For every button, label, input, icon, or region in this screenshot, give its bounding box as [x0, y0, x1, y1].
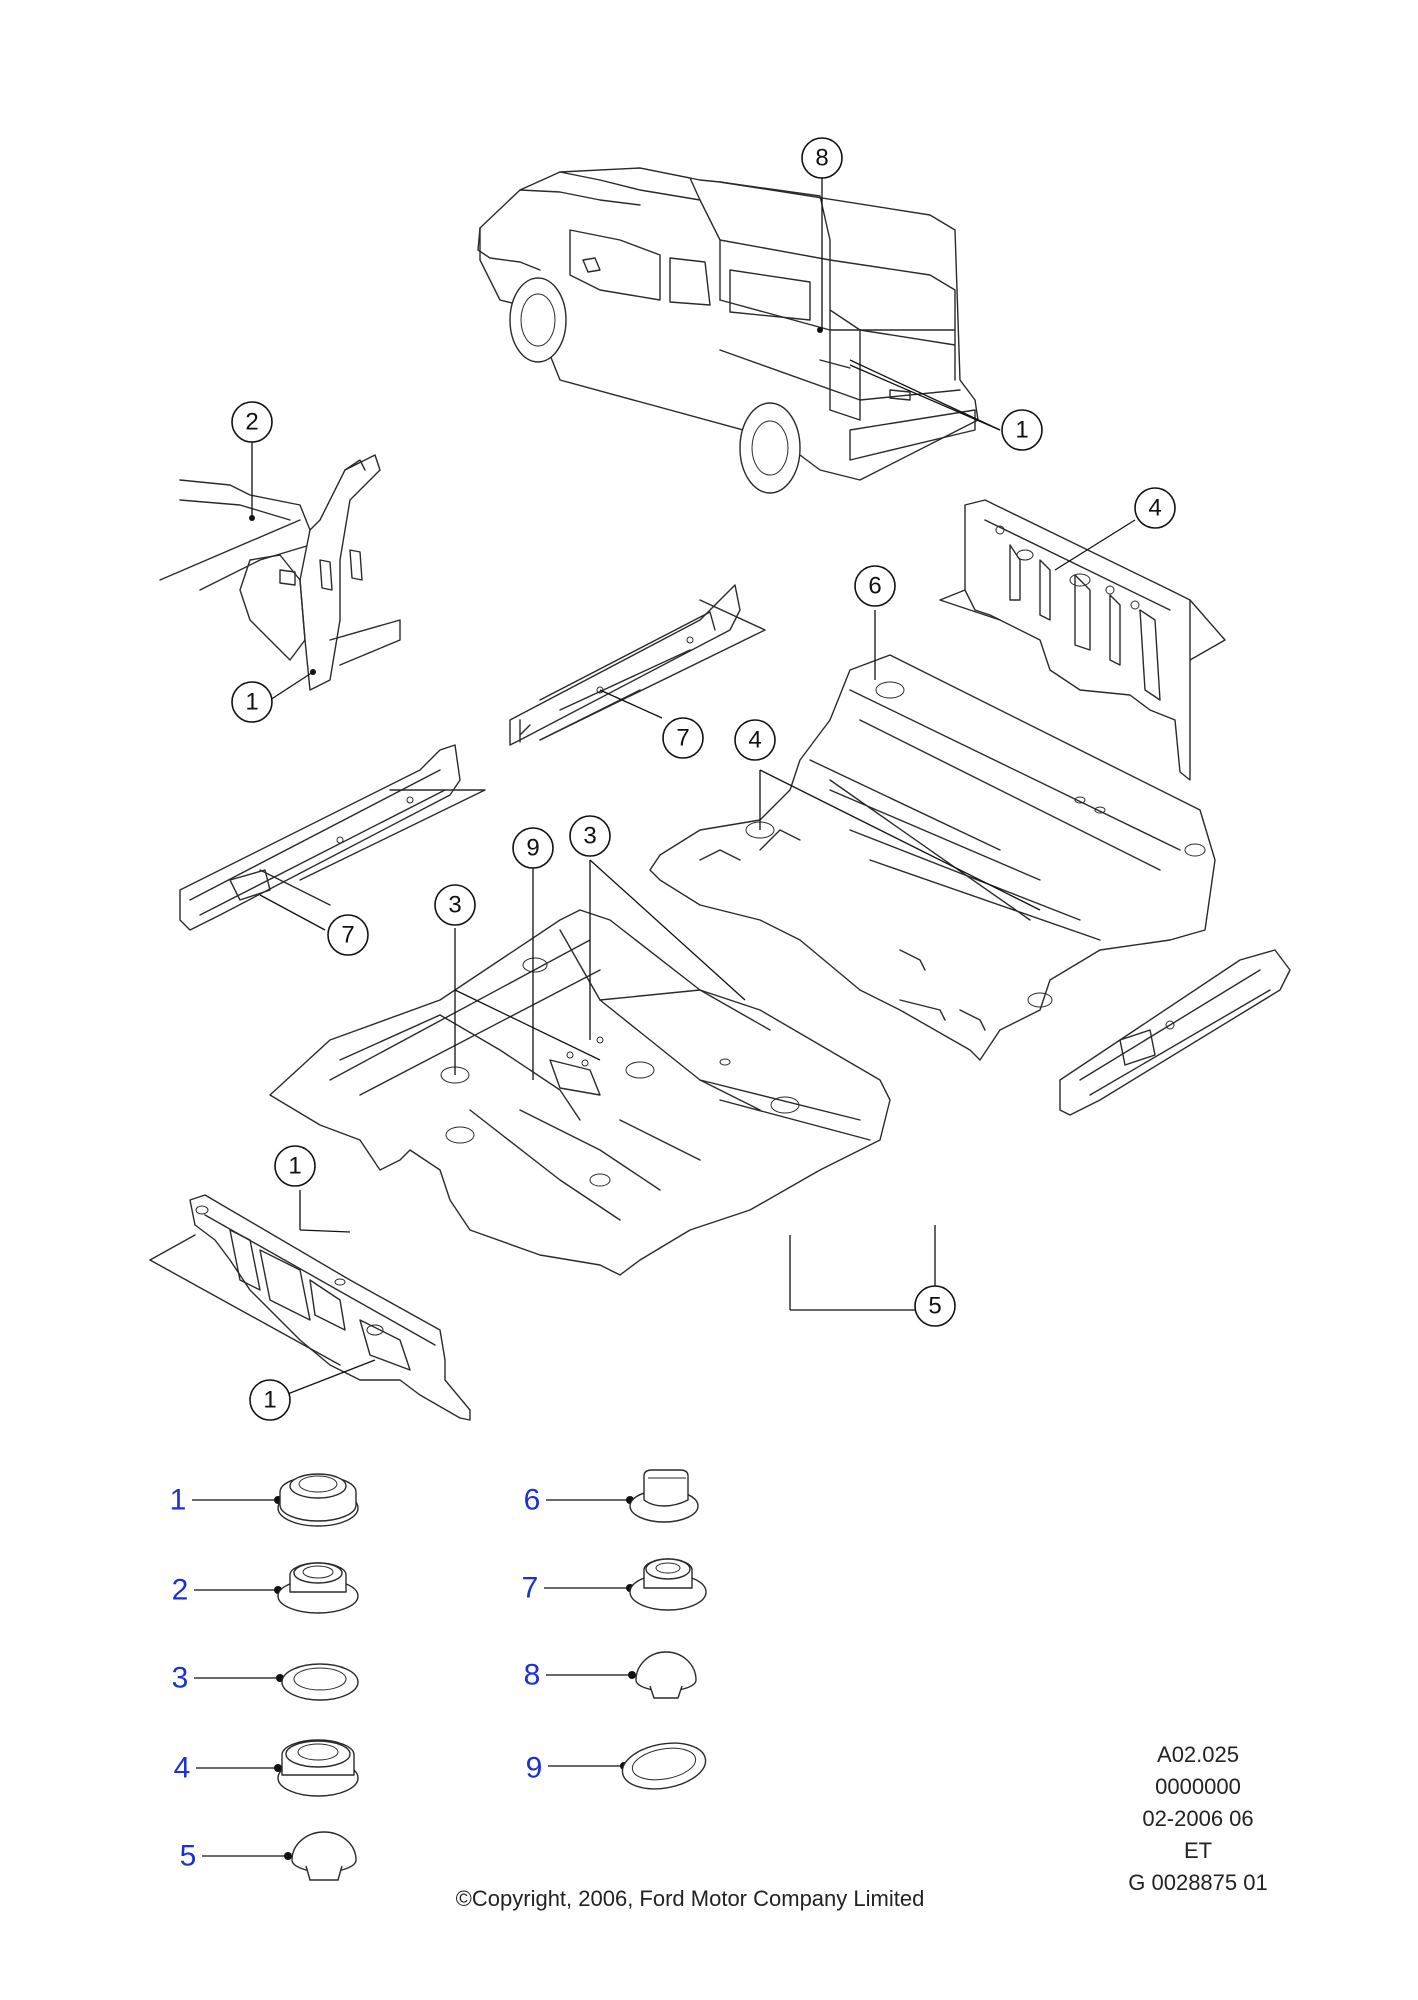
ref-line-3: 02-2006 06	[1142, 1806, 1253, 1831]
legend-number: 1	[170, 1484, 187, 1517]
callout-2: 2	[231, 401, 273, 443]
legend-item-9: 9	[526, 1742, 707, 1790]
callout-label: 1	[263, 1387, 276, 1414]
callout-label: 2	[245, 409, 258, 436]
callout-label: 9	[526, 835, 539, 862]
callout-8: 8	[801, 137, 843, 179]
grommet-icon	[277, 1739, 359, 1797]
grommet-icon	[277, 1473, 359, 1527]
ref-line-2: 0000000	[1155, 1774, 1241, 1799]
front-floor-pan	[269, 909, 891, 1276]
right-sill-panel	[1059, 949, 1291, 1116]
sill-panel-lower	[179, 744, 486, 931]
legend-item-1: 1	[170, 1473, 359, 1527]
callouts: 8 1 2 1 4 6 7 7 4 9 3 3	[231, 137, 1176, 1421]
callout-1: 1	[231, 681, 273, 723]
ref-line-1: A02.025	[1157, 1742, 1239, 1767]
legend-item-5: 5	[180, 1831, 357, 1881]
legend-number: 4	[174, 1752, 191, 1785]
leader-lines	[251, 178, 1136, 1396]
callout-label: 4	[1148, 495, 1161, 522]
reference-block: A02.025 0000000 02-2006 06 ET G 0028875 …	[1128, 1742, 1267, 1895]
callout-7: 7	[327, 914, 369, 956]
legend-number: 7	[522, 1572, 539, 1605]
callout-4: 4	[734, 719, 776, 761]
callout-label: 8	[815, 145, 828, 172]
grommet-icon	[629, 1558, 707, 1611]
legend-item-8: 8	[524, 1651, 697, 1699]
square-plug-icon	[629, 1469, 699, 1523]
rear-floor-pan	[649, 654, 1216, 1061]
callout-1: 1	[274, 1145, 316, 1187]
callout-3: 3	[569, 815, 611, 857]
a-pillar-panel	[159, 454, 401, 691]
callout-label: 6	[868, 573, 881, 600]
callout-label: 7	[341, 922, 354, 949]
callout-5: 5	[914, 1285, 956, 1327]
legend-item-7: 7	[522, 1558, 707, 1611]
plug-icon	[635, 1651, 697, 1699]
copyright-notice: ©Copyright, 2006, Ford Motor Company Lim…	[456, 1886, 925, 1911]
legend-item-3: 3	[172, 1662, 359, 1701]
callout-label: 7	[676, 725, 689, 752]
rear-cab-panel	[939, 499, 1226, 781]
dash-panel	[149, 1194, 471, 1421]
callout-label: 5	[928, 1293, 941, 1320]
oval-plug-icon	[621, 1742, 707, 1790]
grommet-ring-icon	[281, 1663, 359, 1701]
pickup-truck-illustration	[477, 167, 979, 494]
callout-label: 1	[1015, 417, 1028, 444]
callout-1: 1	[249, 1379, 291, 1421]
legend-item-4: 4	[174, 1739, 359, 1797]
callout-label: 1	[288, 1153, 301, 1180]
callout-label: 1	[245, 689, 258, 716]
callout-1: 1	[1001, 409, 1043, 451]
callout-label: 3	[583, 823, 596, 850]
callout-9: 9	[512, 827, 554, 869]
legend-right-column: 6 7 8	[522, 1469, 707, 1790]
legend-number: 9	[526, 1752, 543, 1785]
callout-4: 4	[1134, 487, 1176, 529]
plug-icon	[291, 1831, 357, 1881]
callout-3: 3	[434, 884, 476, 926]
callout-label: 4	[748, 727, 761, 754]
callout-label: 3	[448, 892, 461, 919]
ref-line-5: G 0028875 01	[1128, 1870, 1267, 1895]
legend-item-2: 2	[172, 1562, 359, 1614]
callout-6: 6	[854, 565, 896, 607]
legend-left-column: 1 2 3	[170, 1473, 359, 1881]
grommet-icon	[277, 1562, 359, 1614]
ref-line-4: ET	[1184, 1838, 1212, 1863]
legend-number: 5	[180, 1840, 197, 1873]
legend-item-6: 6	[524, 1469, 699, 1523]
legend-number: 6	[524, 1484, 541, 1517]
legend-number: 2	[172, 1574, 189, 1607]
sill-panel-upper	[509, 584, 766, 746]
legend-number: 8	[524, 1659, 541, 1692]
legend-number: 3	[172, 1662, 189, 1695]
callout-7: 7	[662, 717, 704, 759]
